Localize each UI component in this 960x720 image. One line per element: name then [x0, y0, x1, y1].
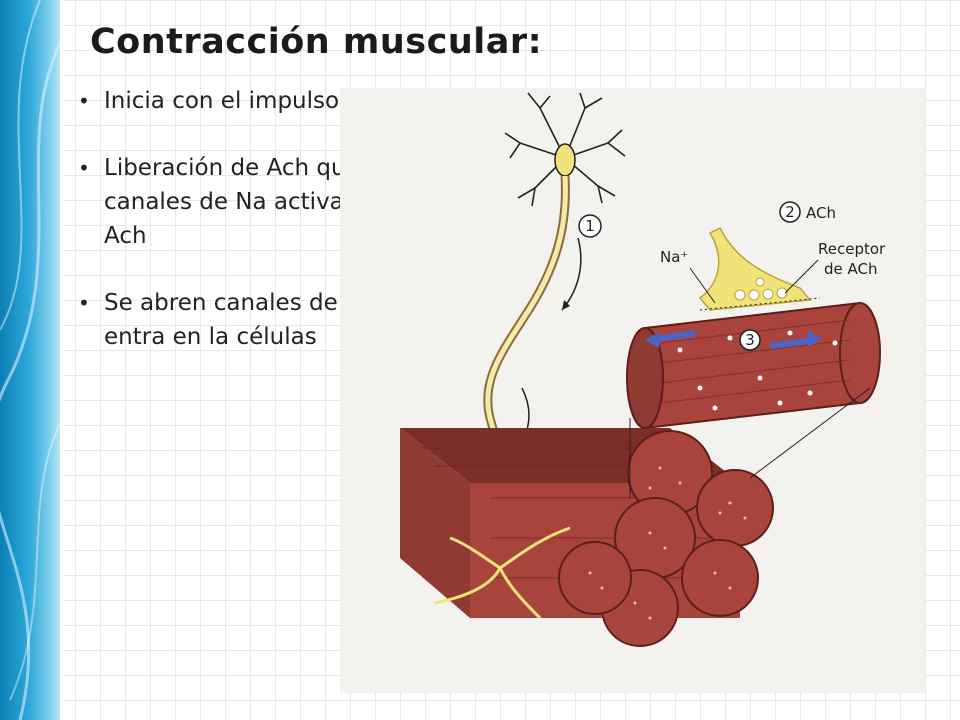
synaptic-cleft [699, 297, 821, 311]
sidebar-swirl-decoration [0, 0, 62, 720]
receptor-label-line2: de ACh [824, 260, 878, 278]
step-1-marker [578, 214, 602, 238]
receptor-label-line1: Receptor [818, 240, 886, 258]
receptor-pointer-line [784, 259, 819, 294]
impulse-arrow-head [562, 300, 570, 310]
ion-flow-arrow-head [808, 331, 822, 347]
zoom-line [749, 387, 871, 479]
na-pointer-line [689, 267, 716, 304]
ach-vesicles [734, 277, 788, 301]
ach-label: ACh [806, 204, 836, 222]
left-accent-bar [0, 0, 62, 720]
neuromuscular-junction-diagram: 1 [340, 88, 925, 693]
bullet-dot-icon: • [78, 156, 90, 180]
na-label: Na⁺ [660, 248, 688, 266]
bullet-dot-icon: • [78, 291, 90, 315]
magnified-fiber [626, 301, 881, 430]
step-2-marker [779, 201, 801, 223]
bullet-dot-icon: • [78, 89, 90, 113]
step-3-label: 3 [745, 331, 755, 349]
sidebar-divider [60, 0, 64, 720]
ion-flow-arrow-right [769, 337, 816, 349]
step-3-marker [739, 329, 761, 351]
nerve-branches [434, 526, 571, 620]
step-2-label: 2 [785, 203, 795, 221]
slide-title: Contracción muscular: [90, 22, 543, 62]
neuron-cell-body [554, 143, 576, 177]
fiber-texture-dots [588, 466, 747, 620]
neuron-dendrites [504, 92, 626, 207]
step-1-label: 1 [585, 217, 595, 235]
ion-flow-arrow-head [645, 332, 659, 348]
muscle-fiber-ends [558, 430, 774, 647]
